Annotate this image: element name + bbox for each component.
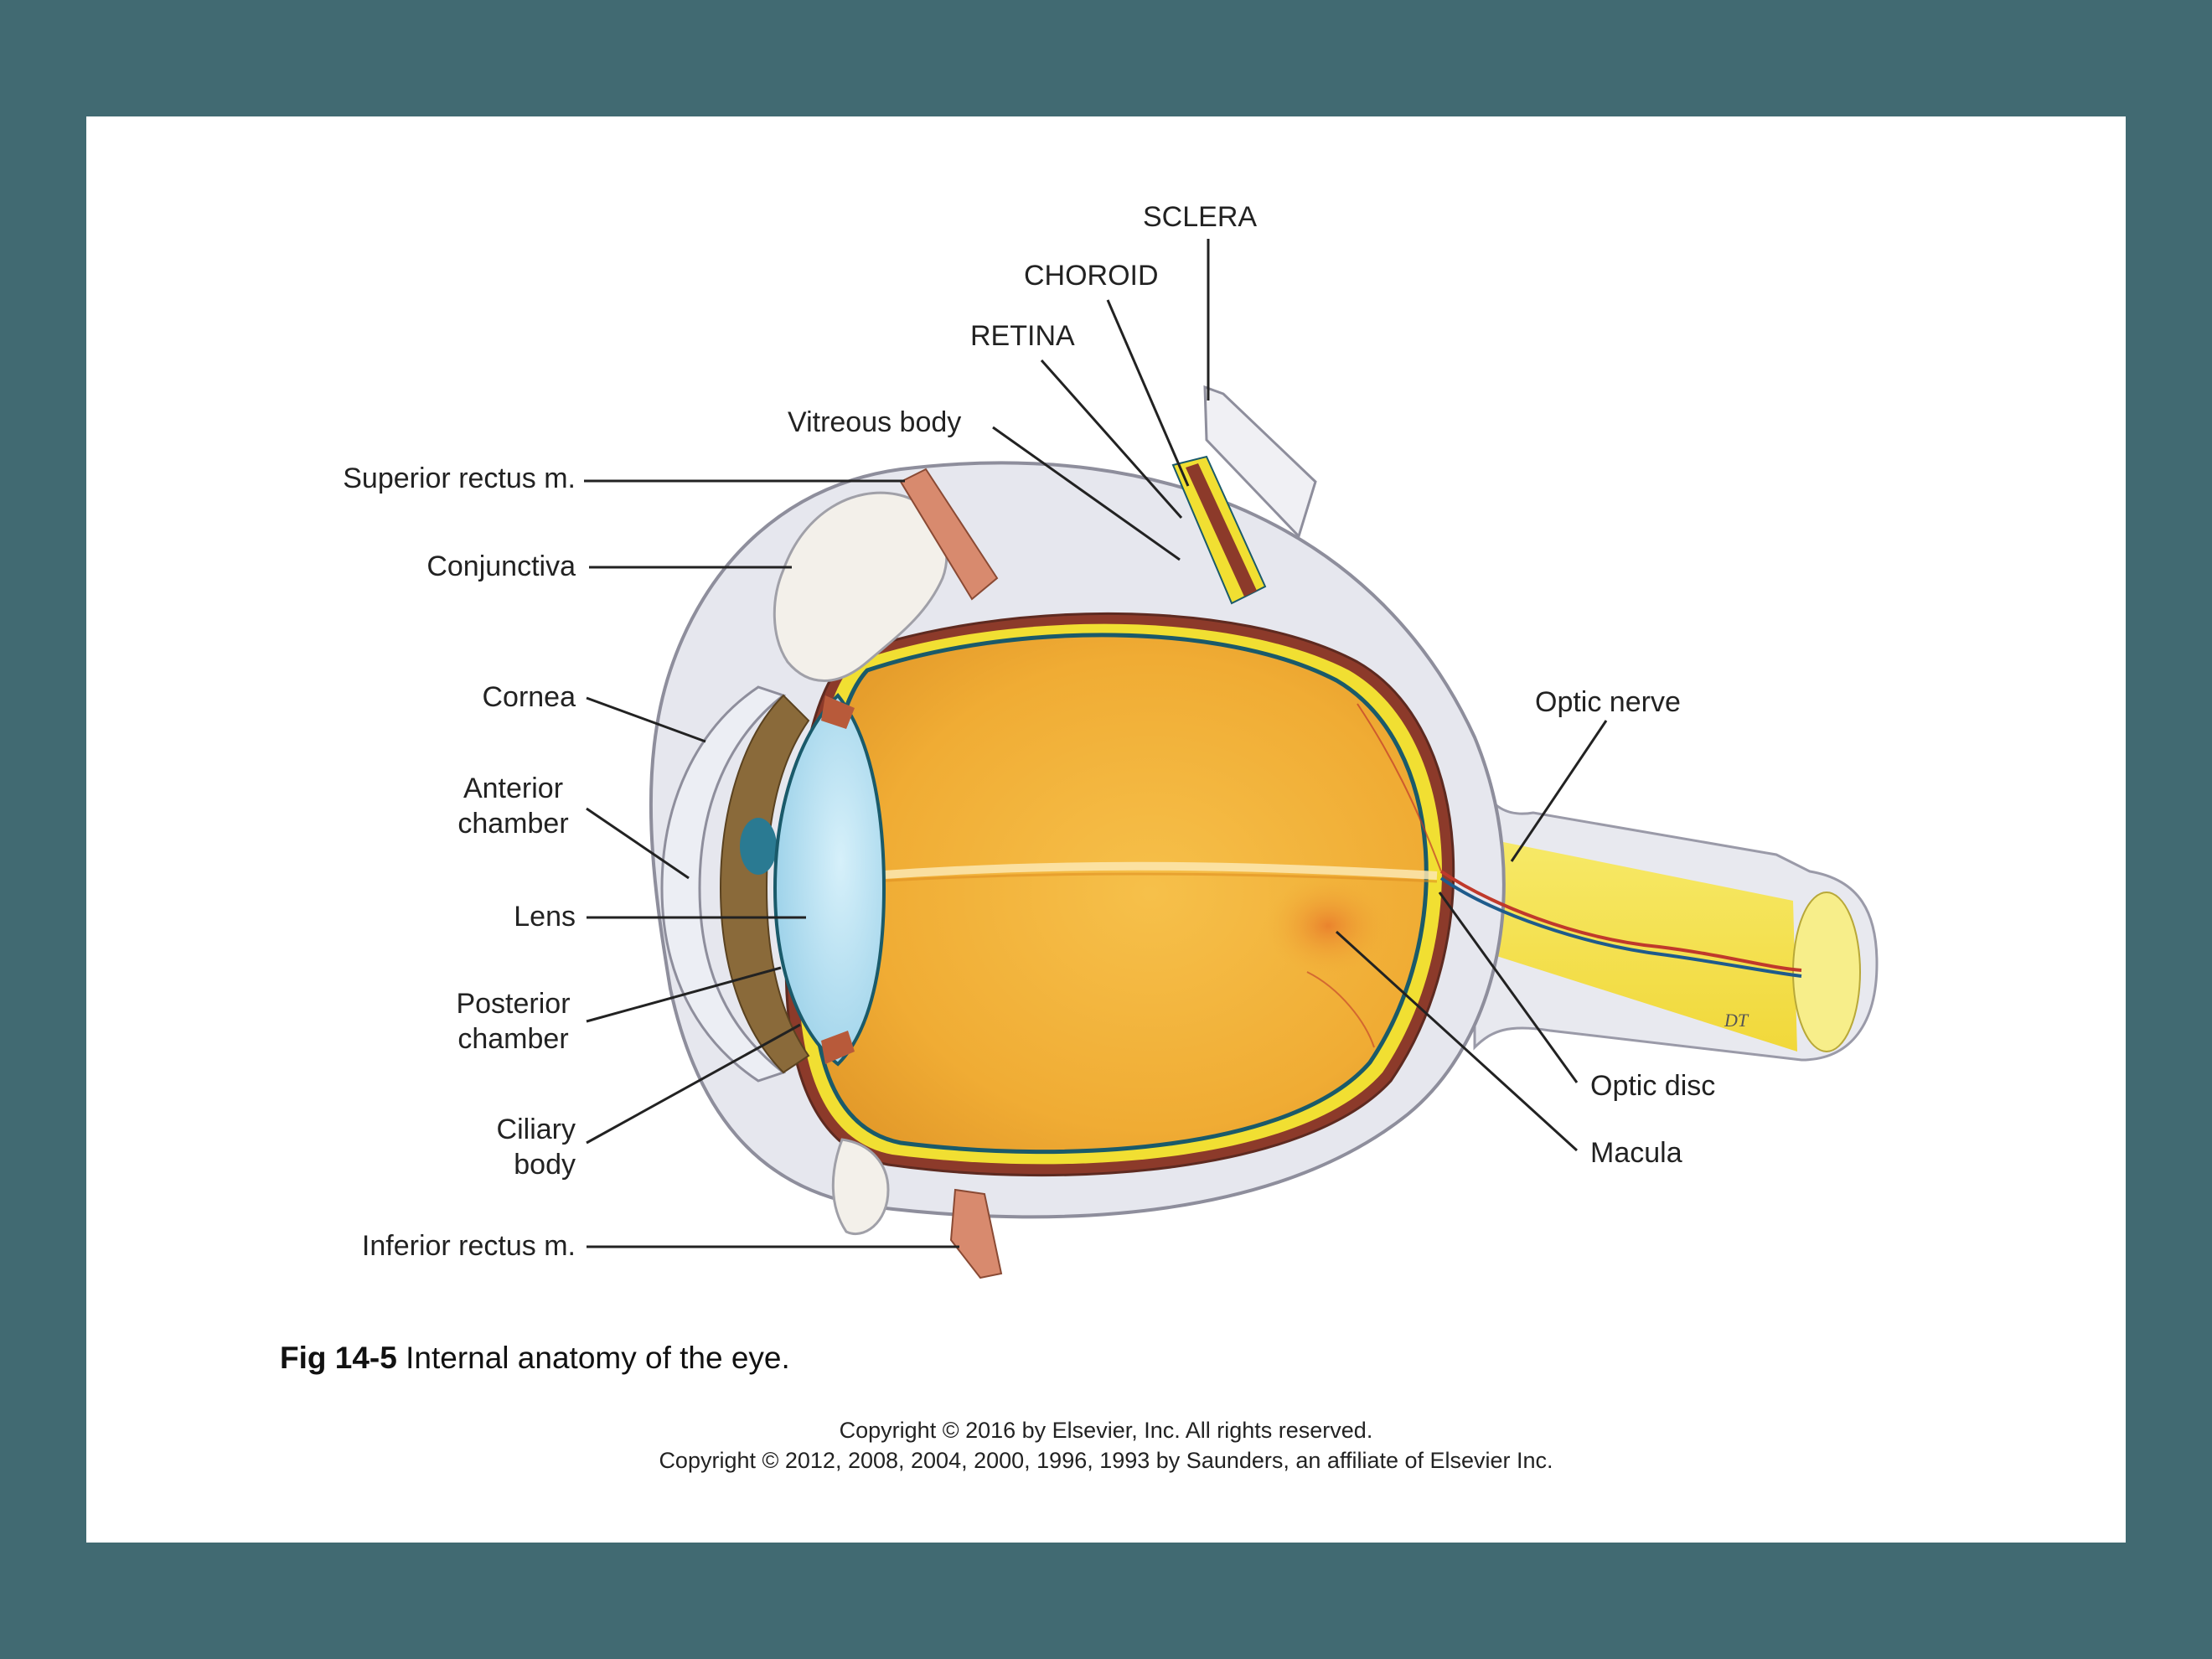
- label-anterior-chamber: Anterior chamber: [427, 771, 599, 841]
- superior-rectus-muscle: [899, 468, 999, 601]
- conjunctiva-lower: [831, 1138, 890, 1235]
- label-cornea: Cornea: [482, 681, 576, 713]
- label-ciliary-body: Ciliary body: [497, 1112, 576, 1182]
- label-optic-nerve: Optic nerve: [1535, 686, 1681, 718]
- label-sclera: SCLERA: [1143, 201, 1258, 233]
- figure-number: Fig 14-5: [280, 1341, 397, 1375]
- label-ciliary-line2: body: [514, 1149, 576, 1181]
- label-superior-rectus: Superior rectus m.: [343, 463, 576, 494]
- copyright-line-1: Copyright © 2016 by Elsevier, Inc. All r…: [839, 1418, 1373, 1443]
- label-posterior-line1: Posterior: [456, 988, 571, 1020]
- optic-nerve-end: [1792, 892, 1861, 1052]
- ciliary-body: [821, 695, 855, 729]
- figure-caption-text: Internal anatomy of the eye.: [406, 1341, 790, 1375]
- label-ciliary-line1: Ciliary: [496, 1114, 576, 1145]
- label-lens: Lens: [514, 901, 576, 933]
- inferior-rectus-muscle: [949, 1188, 1003, 1279]
- retinal-vessels: [1439, 870, 1802, 972]
- label-optic-disc: Optic disc: [1590, 1070, 1716, 1102]
- pupil: [740, 818, 777, 875]
- copyright-line-2: Copyright © 2012, 2008, 2004, 2000, 1996…: [659, 1448, 1553, 1473]
- label-macula: Macula: [1590, 1137, 1682, 1169]
- leader-lines: [584, 239, 1608, 1248]
- label-inferior-rectus: Inferior rectus m.: [361, 1230, 576, 1262]
- label-conjunctiva: Conjunctiva: [426, 550, 576, 582]
- artist-mark: DT: [1724, 1010, 1749, 1031]
- label-vitreous-body: Vitreous body: [788, 406, 962, 438]
- label-posterior-chamber: Posterior chamber: [427, 986, 599, 1057]
- figure-caption: Fig 14-5 Internal anatomy of the eye.: [280, 1341, 790, 1376]
- label-anterior-line2: chamber: [457, 808, 569, 840]
- label-choroid: CHOROID: [1024, 260, 1159, 292]
- macula: [1265, 876, 1391, 976]
- sclera-flap: [1203, 385, 1317, 539]
- lens: [773, 693, 886, 1067]
- label-retina: RETINA: [970, 320, 1075, 352]
- conjunctiva: [773, 491, 948, 682]
- label-anterior-line1: Anterior: [463, 773, 564, 804]
- label-posterior-line2: chamber: [457, 1023, 569, 1055]
